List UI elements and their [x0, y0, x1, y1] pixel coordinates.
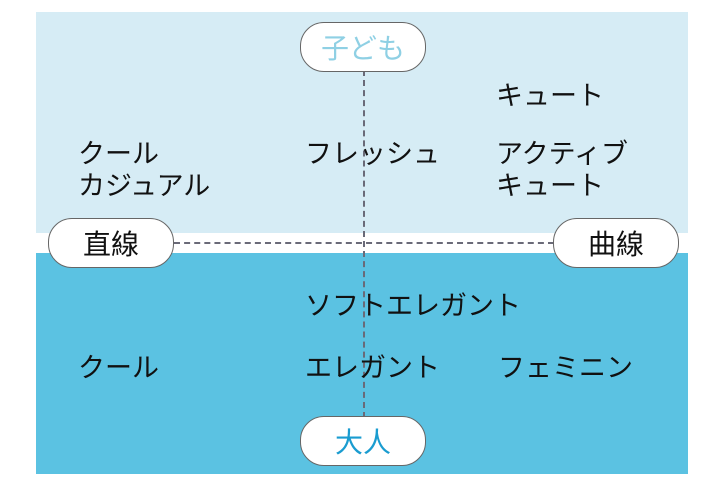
axis-label-curve: 曲線: [553, 218, 679, 268]
label-cool-lower: クール: [78, 353, 159, 384]
vertical-axis-line: [363, 70, 365, 418]
horizontal-axis-line: [174, 242, 554, 244]
label-soft-elegant: ソフトエレガント: [305, 291, 521, 322]
axis-label-adult: 大人: [300, 416, 426, 466]
label-elegant: エレガント: [305, 353, 440, 384]
axis-label-straight: 直線: [48, 218, 174, 268]
label-cool-upper: クール: [78, 139, 159, 170]
axis-label-child: 子ども: [300, 22, 426, 72]
label-cute-top: キュート: [496, 81, 604, 112]
label-active: アクティブ: [496, 139, 629, 170]
label-fresh: フレッシュ: [305, 139, 440, 170]
label-feminine: フェミニン: [498, 353, 633, 384]
label-casual: カジュアル: [78, 171, 211, 202]
label-cute: キュート: [496, 171, 604, 202]
